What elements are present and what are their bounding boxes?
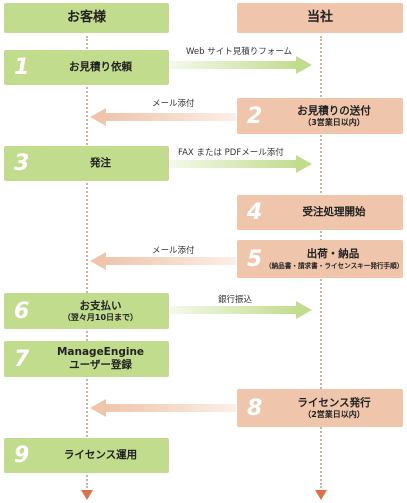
step-8-box: 8 ライセンス発行 （2営業日以内） xyxy=(237,389,403,427)
step-1-box: 1 お見積り依頼 xyxy=(4,50,169,85)
step-2-box: 2 お見積りの送付 （3営業日以内） xyxy=(237,98,403,134)
step-2-title: お見積りの送付 xyxy=(297,104,371,117)
step-4-box: 4 受注処理開始 xyxy=(237,195,403,230)
company-lane-end-arrow xyxy=(315,490,327,500)
arrow-web-form-label: Web サイト見積りフォーム xyxy=(186,47,292,57)
arrow-web-form xyxy=(170,56,312,74)
step-2-sub: （3営業日以内） xyxy=(303,117,365,127)
step-4-label: 受注処理開始 xyxy=(302,206,366,218)
customer-lane-line xyxy=(86,36,88,488)
step-9-label: ライセンス運用 xyxy=(63,449,138,461)
step-2-number: 2 xyxy=(247,103,263,129)
step-8-title: ライセンス発行 xyxy=(297,396,371,409)
step-8-sub: （2営業日以内） xyxy=(303,409,365,419)
step-7-sub: ユーザー登録 xyxy=(69,359,132,371)
step-6-label: お支払い （翌々月10日まで） xyxy=(38,300,163,323)
step-5-box: 5 出荷・納品 （納品書・請求書・ライセンスキー発行手順） xyxy=(237,240,403,278)
arrow-delivery-email-label: メール添付 xyxy=(152,246,195,256)
step-7-box: 7 ManageEngine ユーザー登録 xyxy=(4,341,169,377)
step-8-number: 8 xyxy=(247,395,263,421)
step-5-sub: （納品書・請求書・ライセンスキー発行手順） xyxy=(265,261,404,270)
arrow-order-fax xyxy=(170,155,312,173)
step-6-box: 6 お支払い （翌々月10日まで） xyxy=(4,293,169,329)
step-5-title: 出荷・納品 xyxy=(306,247,360,260)
step-5-number: 5 xyxy=(247,246,263,272)
step-3-box: 3 発注 xyxy=(4,146,169,181)
arrow-bank-transfer-label: 銀行振込 xyxy=(218,295,253,305)
company-header: 当社 xyxy=(237,3,403,33)
arrow-quote-email-label: メール添付 xyxy=(152,99,195,109)
step-7-label: ManageEngine ユーザー登録 xyxy=(38,346,163,372)
arrow-quote-email xyxy=(90,108,236,126)
arrow-delivery-email xyxy=(90,252,236,270)
step-6-title: お支払い xyxy=(79,299,122,312)
step-3-label: 発注 xyxy=(90,157,111,169)
customer-lane-end-arrow xyxy=(81,490,93,500)
step-9-number: 9 xyxy=(14,443,30,468)
step-9-box: 9 ライセンス運用 xyxy=(4,438,169,473)
arrow-order-fax-label: FAX または PDFメール添付 xyxy=(178,148,284,158)
step-5-label: 出荷・納品 （納品書・請求書・ライセンスキー発行手順） xyxy=(265,247,404,271)
customer-header: お客様 xyxy=(4,3,169,33)
step-7-number: 7 xyxy=(14,346,30,372)
arrow-bank-transfer xyxy=(170,301,312,319)
step-6-sub: （翌々月10日まで） xyxy=(62,312,139,322)
step-2-label: お見積りの送付 （3営業日以内） xyxy=(271,105,397,128)
step-1-label: お見積り依頼 xyxy=(69,61,132,73)
step-7-title: ManageEngine xyxy=(56,346,145,358)
step-4-number: 4 xyxy=(247,200,263,225)
arrow-license-issue xyxy=(90,399,236,417)
step-3-number: 3 xyxy=(14,151,30,176)
step-1-number: 1 xyxy=(14,55,30,80)
step-8-label: ライセンス発行 （2営業日以内） xyxy=(271,397,397,420)
step-6-number: 6 xyxy=(14,298,30,324)
